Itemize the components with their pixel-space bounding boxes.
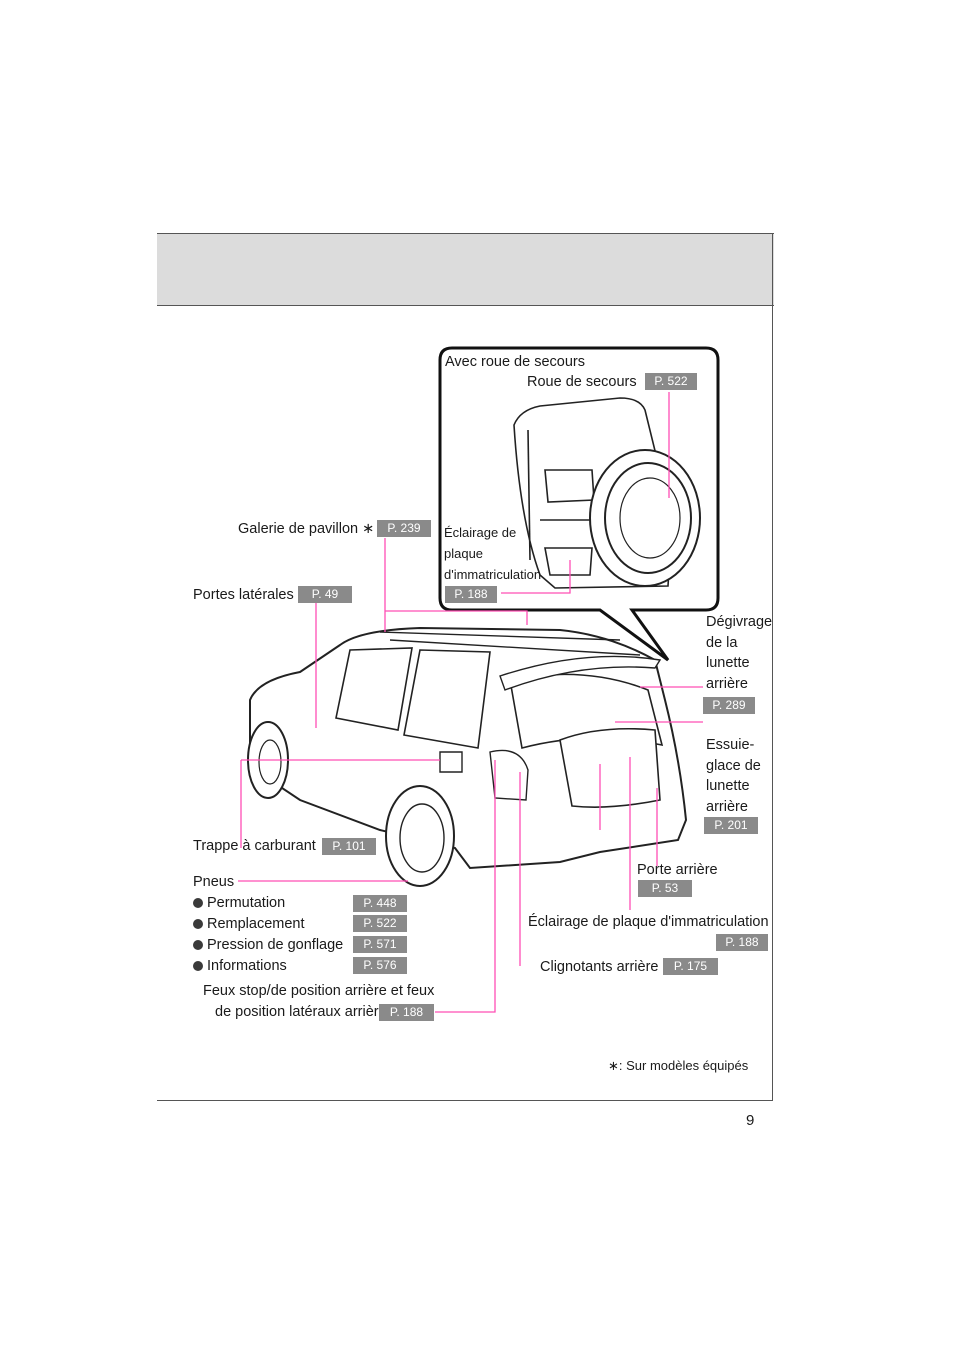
bullet-icon: [193, 898, 203, 908]
roof-rack-page-link[interactable]: P. 239: [377, 520, 431, 537]
license-light-page-link[interactable]: P. 188: [716, 934, 768, 951]
tires-permutation-page-link[interactable]: P. 448: [353, 895, 407, 912]
rear-defogger-label: Dégivrage de la lunette arrière: [706, 612, 772, 694]
tires-pressure-page-link[interactable]: P. 571: [353, 936, 407, 953]
tires-item-pressure: Pression de gonflage: [193, 936, 343, 954]
tires-item-replacement: Remplacement: [193, 915, 305, 933]
page-frame: [157, 233, 773, 1101]
tires-label: Pneus: [193, 874, 235, 890]
tires-item-label: Permutation: [207, 895, 286, 911]
back-door-page-link[interactable]: P. 53: [638, 880, 692, 897]
inset-plate-light-line3: d'immatriculation: [444, 567, 542, 582]
rear-wiper-line4: arrière: [706, 798, 748, 815]
side-doors-label: Portes latérales: [193, 587, 294, 603]
rear-defogger-line3: lunette: [706, 655, 750, 671]
tires-replacement-page-link[interactable]: P. 522: [353, 915, 407, 932]
bullet-icon: [193, 919, 203, 929]
rear-turn-page-link[interactable]: P. 175: [663, 958, 718, 975]
spare-wheel-page-link[interactable]: P. 522: [645, 373, 697, 390]
tires-item-label: Pression de gonflage: [207, 937, 344, 953]
bullet-icon: [193, 940, 203, 950]
spare-wheel-drawing: [589, 449, 701, 587]
tires-item-permutation: Permutation: [193, 894, 285, 912]
bullet-icon: [193, 961, 203, 971]
fuel-door-label: Trappe à carburant: [193, 838, 316, 854]
rear-wiper-line3: lunette: [706, 778, 750, 794]
spare-wheel-label: Roue de secours: [527, 374, 637, 390]
header-band: [157, 233, 774, 306]
vehicle-body-drawing: [249, 626, 688, 870]
tires-item-label: Remplacement: [207, 916, 305, 932]
tires-information-page-link[interactable]: P. 576: [353, 957, 407, 974]
tires-item-label: Informations: [207, 958, 287, 974]
inset-plate-light-line2: plaque: [444, 546, 484, 561]
inset-plate-light-page-link[interactable]: P. 188: [445, 586, 497, 603]
rear-defogger-page-link[interactable]: P. 289: [703, 697, 755, 714]
inset-plate-light-line1: Éclairage de: [444, 525, 517, 540]
rear-turn-label: Clignotants arrière: [540, 959, 659, 975]
stop-lights-label-line1: Feux stop/de position arrière et feux: [203, 983, 435, 999]
page-number: 9: [746, 1112, 755, 1129]
side-doors-page-link[interactable]: P. 49: [298, 586, 352, 603]
roof-rack-label: Galerie de pavillon ∗: [238, 521, 375, 537]
stop-lights-label-line2: de position latéraux arrière: [215, 1004, 387, 1020]
rear-wiper-page-link[interactable]: P. 201: [704, 817, 758, 834]
rear-defogger-line2: de la: [706, 634, 738, 651]
inset-title: Avec roue de secours: [445, 354, 585, 370]
rear-wiper-line1: Essuie-: [706, 737, 755, 753]
tires-item-information: Informations: [193, 957, 287, 975]
rear-wiper-label: Essuie- glace de lunette arrière: [706, 735, 761, 817]
stop-lights-page-link[interactable]: P. 188: [379, 1004, 434, 1021]
rear-defogger-line1: Dégivrage: [706, 614, 773, 630]
back-door-label: Porte arrière: [637, 862, 718, 878]
inset-rear-door-drawing: [513, 397, 673, 589]
leader-lines: [238, 392, 703, 1013]
rear-defogger-line4: arrière: [706, 675, 748, 692]
license-light-label: Éclairage de plaque d'immatriculation: [528, 914, 769, 930]
footnote: ∗: Sur modèles équipés: [608, 1058, 749, 1073]
fuel-door-page-link[interactable]: P. 101: [322, 838, 376, 855]
rear-wiper-line2: glace de: [706, 757, 761, 774]
